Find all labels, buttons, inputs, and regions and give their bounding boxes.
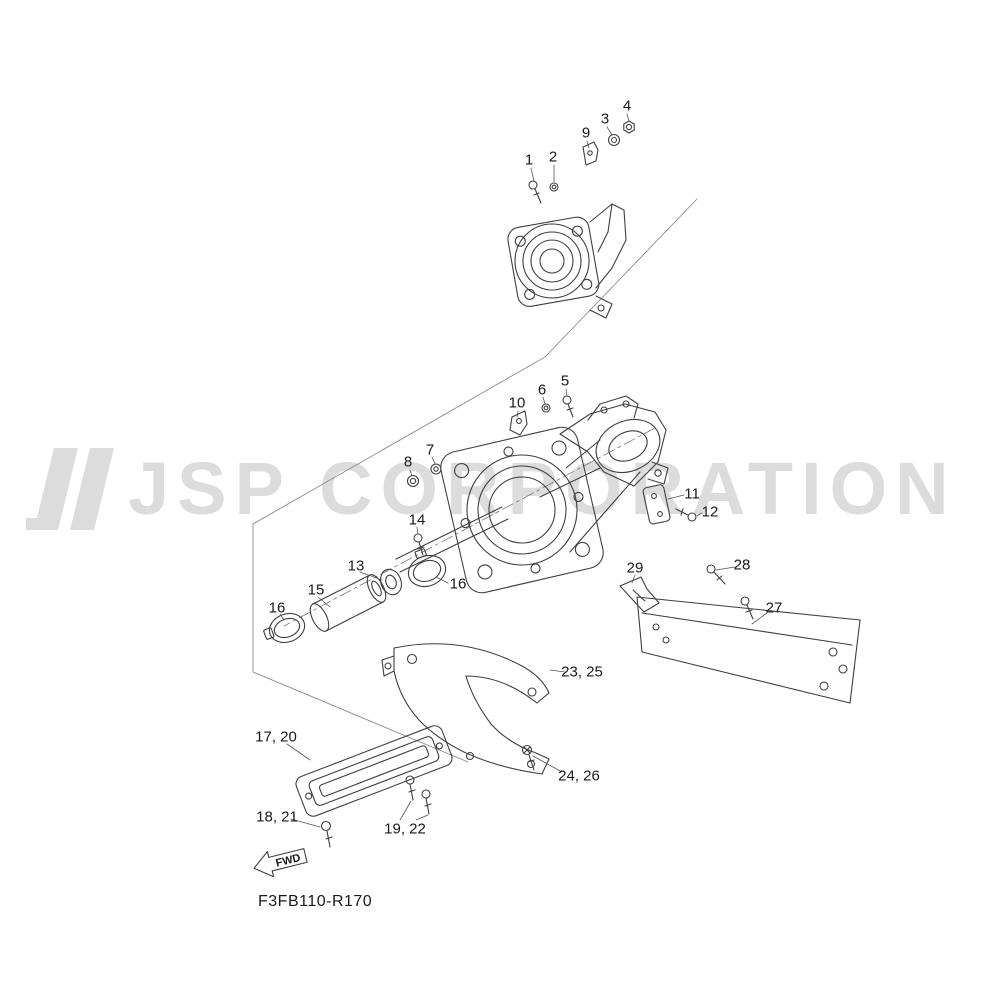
bracket-10-drawing xyxy=(509,410,528,436)
callout-28: 28 xyxy=(733,556,751,574)
callout-8: 8 xyxy=(403,453,413,471)
clamp-16-right-drawing xyxy=(407,548,447,588)
callout-10: 10 xyxy=(508,394,526,412)
callout-4: 4 xyxy=(622,97,632,115)
callout-16-left: 16 xyxy=(268,599,286,617)
callout-27: 27 xyxy=(765,599,783,617)
callout-1: 1 xyxy=(524,151,534,169)
fwd-arrow: FWD xyxy=(253,848,308,878)
frame-outline xyxy=(252,198,698,763)
washer-7-drawing xyxy=(430,463,442,475)
callout-18-21: 18, 21 xyxy=(256,808,298,826)
callout-23-25: 23, 25 xyxy=(561,663,603,681)
callout-14: 14 xyxy=(408,511,426,529)
bolt-28b-drawing xyxy=(740,596,754,620)
nut-4-drawing xyxy=(623,120,635,134)
callout-13: 13 xyxy=(347,557,365,575)
plate-27-drawing xyxy=(636,596,861,704)
callout-6: 6 xyxy=(537,381,547,399)
callout-16-right: 16 xyxy=(449,575,467,593)
washer-6-drawing xyxy=(541,403,551,413)
callout-3: 3 xyxy=(600,110,610,128)
callout-12: 12 xyxy=(701,503,719,521)
callout-2: 2 xyxy=(548,148,558,166)
bracket-9-drawing xyxy=(582,141,599,166)
callout-19-22: 19, 22 xyxy=(384,820,426,838)
callout-5: 5 xyxy=(560,372,570,390)
bolt-1-drawing xyxy=(528,180,542,204)
callout-24-26: 24, 26 xyxy=(558,767,600,785)
bracket-23-25-drawing xyxy=(381,643,550,775)
callout-17-20: 17, 20 xyxy=(255,728,297,746)
callout-29: 29 xyxy=(626,559,644,577)
leader-lines xyxy=(279,113,768,828)
pump-housing-drawing xyxy=(395,395,669,594)
callout-11: 11 xyxy=(684,485,700,503)
screw-18-21-drawing xyxy=(320,820,333,848)
fwd-label: FWD xyxy=(275,852,302,870)
callout-7: 7 xyxy=(425,441,435,459)
bolt-28-drawing xyxy=(706,564,726,585)
callout-15: 15 xyxy=(307,581,325,599)
bearing-housing-drawing xyxy=(507,203,627,319)
washer-3-drawing xyxy=(607,133,621,147)
washer-2-drawing xyxy=(549,182,559,192)
nut-8-drawing xyxy=(406,474,420,488)
bracket-29-drawing xyxy=(619,576,660,613)
bolt-24-26-drawing xyxy=(521,744,535,771)
screws-19-22-drawing xyxy=(405,775,432,815)
figure-part-code: F3FB110-R170 xyxy=(258,893,373,910)
callout-9: 9 xyxy=(581,124,591,142)
ring-13-drawing xyxy=(379,568,403,596)
screw-12-drawing xyxy=(675,508,697,522)
plate-11-drawing xyxy=(642,484,671,525)
bolt-5-drawing xyxy=(562,395,574,418)
ride-plate-17-20-drawing xyxy=(295,725,453,817)
